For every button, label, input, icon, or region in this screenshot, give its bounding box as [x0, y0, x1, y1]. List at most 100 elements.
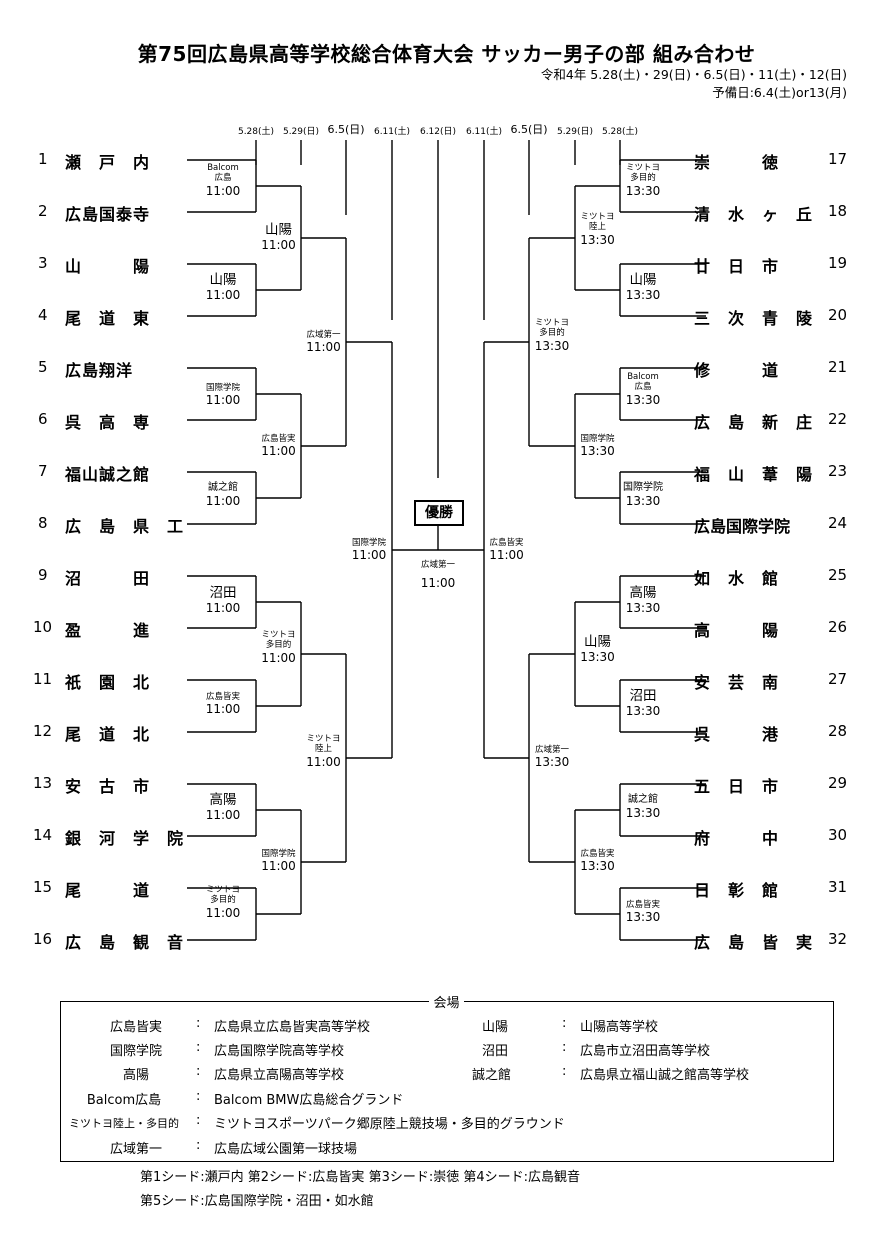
team-number: 32 [828, 930, 848, 948]
venue-full: Balcom BMW広島総合グランド [214, 1093, 404, 1108]
team-name: 広島国際学院 [694, 517, 791, 536]
team-name: 安 芸 南 [694, 673, 780, 692]
team-name: 広 島 皆 実 [694, 933, 814, 952]
round-date-label: 6.5(日) [327, 123, 365, 136]
venue-colon: : [196, 1016, 201, 1031]
team-number: 14 [33, 826, 53, 844]
team-name: 広島翔洋 [65, 361, 134, 380]
round-date-label: 6.11(土) [465, 127, 503, 137]
venue-abbr: Balcom広島 [86, 1093, 162, 1108]
team-name: 廿 日 市 [694, 257, 780, 276]
team-number: 28 [828, 722, 848, 740]
venue-abbr: 山陽 [482, 1020, 509, 1035]
venue-colon: : [196, 1040, 201, 1055]
team-number: 30 [828, 826, 848, 844]
team-number: 10 [33, 618, 53, 636]
team-number: 17 [828, 150, 848, 168]
round-date-label: 5.28(土) [601, 127, 639, 137]
team-number: 18 [828, 202, 848, 220]
venue-abbr: 広域第一 [109, 1142, 162, 1157]
round-date-label: 6.11(土) [373, 127, 411, 137]
venue-abbr: 誠之館 [472, 1068, 512, 1083]
venue-abbr: ミツトヨ陸上・多目的 [69, 1117, 179, 1130]
venue-full: 広島市立沼田高等学校 [580, 1044, 711, 1059]
venue-colon: : [562, 1016, 567, 1031]
team-number: 23 [828, 462, 848, 480]
team-number: 27 [828, 670, 848, 688]
round-date-label: 5.29(日) [282, 127, 320, 137]
team-number: 20 [828, 306, 848, 324]
tournament-dates: 令和4年 5.28(土)・29(日)・6.5(日)・11(土)・12(日) [540, 67, 847, 82]
team-name: 府 中 [694, 829, 780, 848]
round-date-label: 6.12(日) [419, 127, 457, 137]
team-name: 尾 道 北 [65, 725, 151, 744]
team-name: 日 彰 館 [694, 881, 780, 900]
team-name: 山 陽 [65, 257, 151, 276]
team-name: 広 島 新 庄 [694, 413, 814, 432]
team-name: 瀬 戸 内 [65, 153, 151, 172]
venue-colon: : [196, 1089, 201, 1104]
team-name: 如 水 館 [694, 569, 780, 588]
team-name: 福 山 葦 陽 [694, 465, 814, 484]
team-name: 五 日 市 [694, 777, 780, 796]
team-number: 29 [828, 774, 848, 792]
team-number: 24 [828, 514, 848, 532]
team-number: 21 [828, 358, 848, 376]
venue-colon: : [196, 1064, 201, 1079]
venue-full: 山陽高等学校 [580, 1020, 659, 1035]
team-name: 呉 港 [694, 725, 780, 744]
seed-line-1: 第1シード:瀬戸内 第2シード:広島皆実 第3シード:崇徳 第4シード:広島観音 [140, 1170, 581, 1185]
team-number: 11 [33, 670, 53, 688]
team-number: 15 [33, 878, 53, 896]
team-name: 安 古 市 [65, 777, 151, 796]
team-number: 6 [38, 410, 48, 428]
venue-full: 広島県立福山誠之館高等学校 [580, 1068, 750, 1083]
venue-full: 広島国際学院高等学校 [214, 1044, 345, 1059]
team-name: 高 陽 [694, 621, 780, 640]
venue-colon: : [562, 1040, 567, 1055]
team-name: 沼 田 [65, 569, 151, 588]
team-name: 広 島 観 音 [65, 933, 185, 952]
team-name: 銀 河 学 院 [65, 829, 185, 848]
tournament-bracket [187, 140, 706, 941]
venue-abbr: 沼田 [482, 1044, 509, 1059]
team-name: 盈 進 [65, 621, 151, 640]
team-name: 呉 高 専 [65, 413, 151, 432]
team-name: 崇 徳 [694, 153, 780, 172]
team-name: 尾 道 [65, 881, 151, 900]
team-name: 広 島 県 工 [65, 517, 185, 536]
venue-abbr: 高陽 [122, 1068, 149, 1083]
team-number: 8 [38, 514, 48, 532]
round-date-label: 5.29(日) [556, 127, 594, 137]
team-number: 2 [38, 202, 48, 220]
team-number: 16 [33, 930, 53, 948]
venue-full: ミツトヨスポーツパーク郷原陸上競技場・多目的グラウンド [214, 1117, 565, 1132]
team-number: 4 [38, 306, 48, 324]
team-name: 三 次 青 陵 [694, 309, 814, 328]
team-number: 9 [38, 566, 48, 584]
venue-full: 広島県立高陽高等学校 [214, 1068, 345, 1083]
